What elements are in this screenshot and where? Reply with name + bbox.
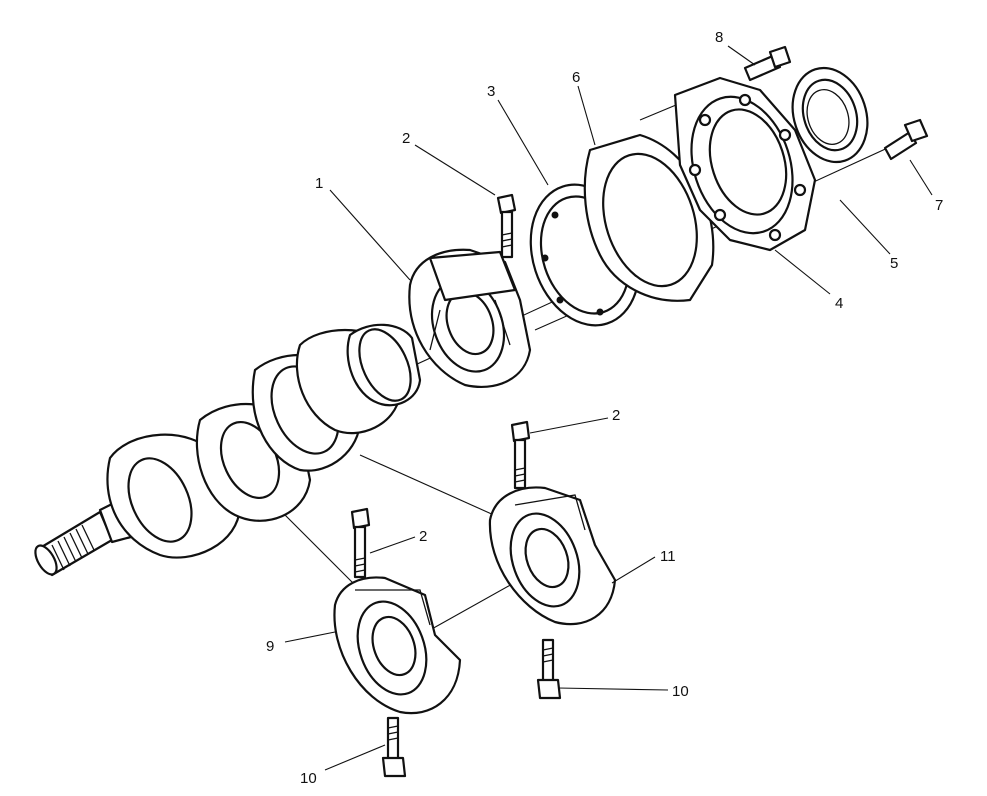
seal-retainer	[673, 76, 817, 252]
callout-10-left: 10	[300, 770, 317, 787]
callout-6: 6	[572, 69, 580, 86]
bolt-2-upper	[496, 193, 517, 259]
callout-1: 1	[315, 175, 323, 192]
bolt-2-middle	[510, 420, 531, 490]
callout-10-right: 10	[672, 683, 689, 700]
bearing-cap-left	[333, 576, 462, 715]
bolt-10-left	[381, 716, 407, 778]
callout-9: 9	[266, 638, 274, 655]
callout-11: 11	[660, 548, 676, 565]
callout-2-lower: 2	[419, 528, 427, 545]
bolt-7	[883, 118, 929, 161]
callout-labels: 1 2 2 2 3 4 5 6 7 8 9 10 10 11	[266, 29, 943, 787]
callout-7: 7	[935, 197, 943, 214]
callout-3: 3	[487, 83, 495, 100]
bearing-cap-right	[488, 486, 617, 626]
callout-4: 4	[835, 295, 843, 312]
oil-seal	[791, 66, 869, 164]
callout-leaders	[284, 45, 933, 771]
callout-5: 5	[890, 255, 898, 272]
bolt-8	[743, 45, 792, 82]
bolt-2-lower	[350, 507, 371, 579]
bearing-housing	[408, 248, 532, 389]
crankshaft	[34, 323, 422, 577]
callout-2-upper: 2	[402, 130, 410, 147]
bolt-10-right	[536, 638, 562, 700]
callout-8: 8	[715, 29, 723, 46]
callout-2-middle: 2	[612, 407, 620, 424]
flange-gasket	[583, 133, 715, 302]
